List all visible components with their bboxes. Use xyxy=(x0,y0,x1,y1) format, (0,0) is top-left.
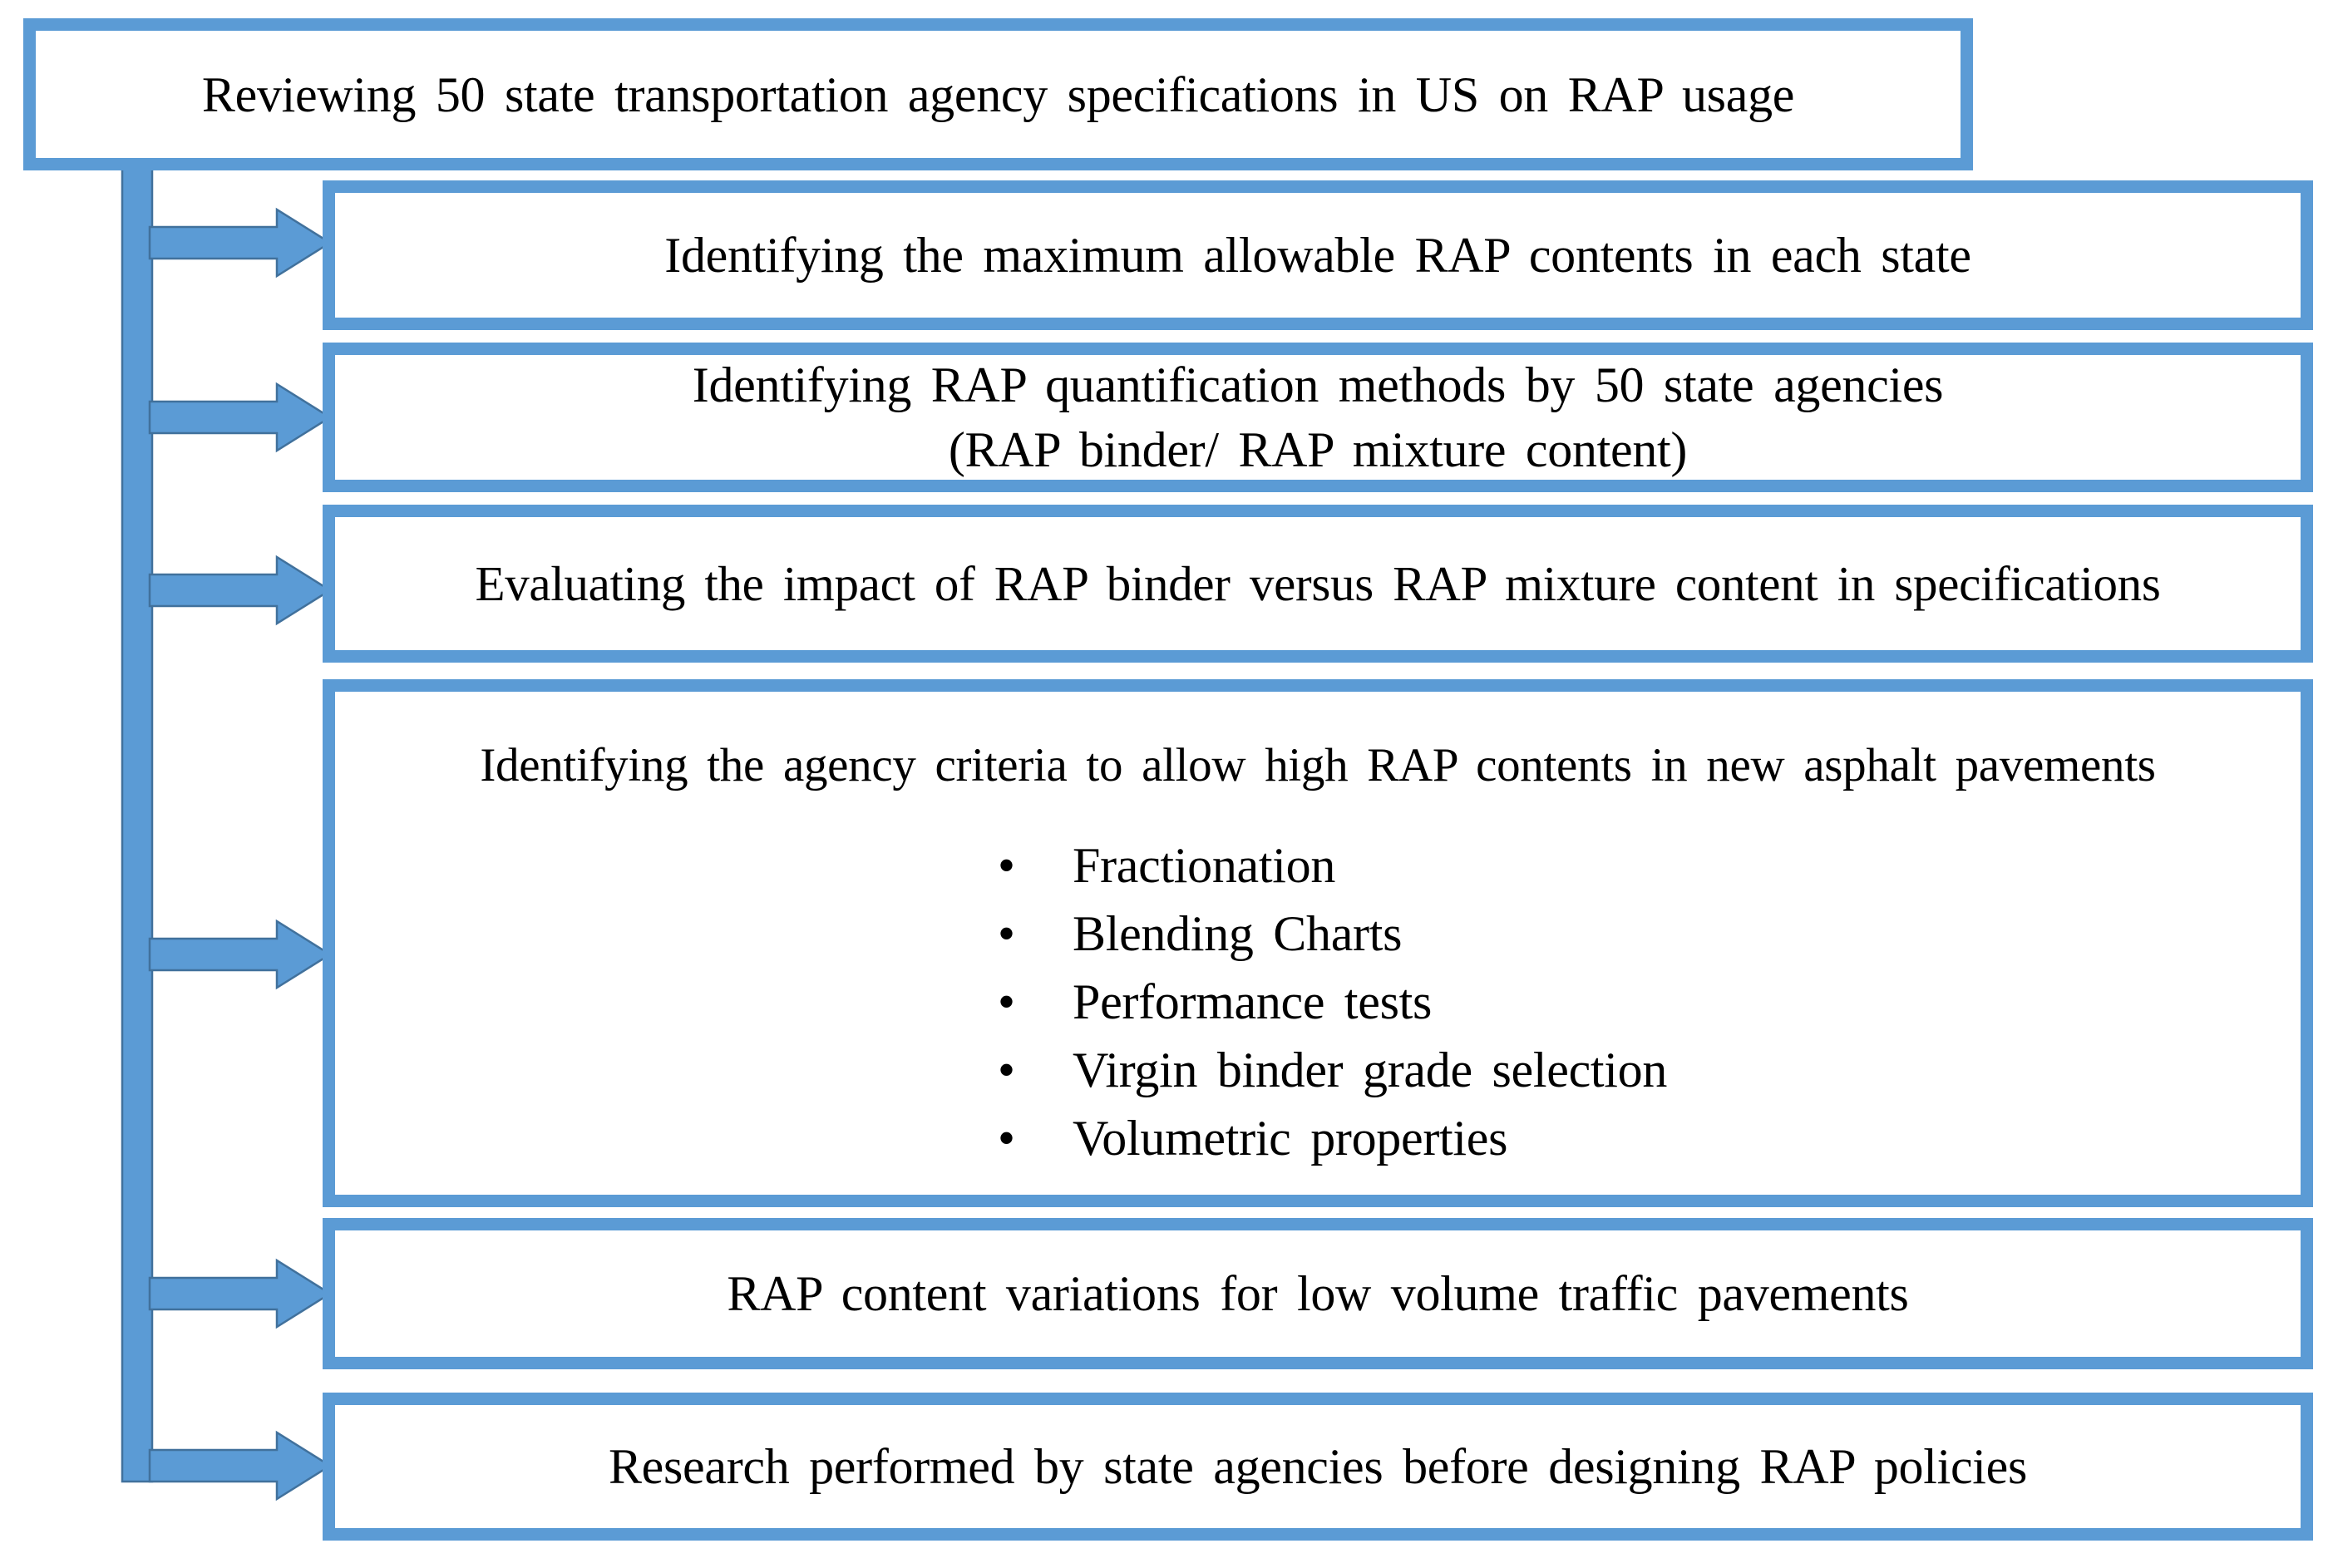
bullet-text: Blending Charts xyxy=(1073,906,1403,961)
bullet-icon: • xyxy=(998,974,1015,1029)
step-box-research: Research performed by state agencies bef… xyxy=(323,1393,2313,1541)
step-box-impact: Evaluating the impact of RAP binder vers… xyxy=(323,505,2313,663)
step-text: Identifying the maximum allowable RAP co… xyxy=(664,228,1971,283)
bullet-item: • Blending Charts xyxy=(998,900,1667,968)
connector-arrow xyxy=(148,382,333,453)
step-box-max-allowable: Identifying the maximum allowable RAP co… xyxy=(323,180,2313,330)
connector-arrow xyxy=(148,1430,333,1501)
criteria-bullet-list: • Fractionation • Blending Charts • Perf… xyxy=(998,831,1667,1172)
bullet-item: • Fractionation xyxy=(998,831,1667,900)
bullet-text: Performance tests xyxy=(1073,974,1433,1029)
connector-arrow xyxy=(148,919,333,990)
step-box-low-volume: RAP content variations for low volume tr… xyxy=(323,1218,2313,1369)
step-text-line-2: (RAP binder/ RAP mixture content) xyxy=(948,422,1688,477)
root-box: Reviewing 50 state transportation agency… xyxy=(23,18,1973,170)
connector-arrow xyxy=(148,555,333,626)
bullet-item: • Performance tests xyxy=(998,968,1667,1036)
bullet-item: • Volumetric properties xyxy=(998,1104,1667,1172)
connector-trunk xyxy=(121,160,154,1483)
connector-arrow xyxy=(148,207,333,279)
criteria-heading: Identifying the agency criteria to allow… xyxy=(480,739,2156,791)
bullet-text: Virgin binder grade selection xyxy=(1073,1043,1668,1097)
bullet-icon: • xyxy=(998,838,1015,893)
bullet-item: • Virgin binder grade selection xyxy=(998,1036,1667,1104)
bullet-icon: • xyxy=(998,906,1015,961)
bullet-text: Fractionation xyxy=(1073,838,1336,893)
bullet-icon: • xyxy=(998,1043,1015,1097)
step-box-quantification: Identifying RAP quantification methods b… xyxy=(323,343,2313,492)
connector-arrow xyxy=(148,1258,333,1329)
step-text: RAP content variations for low volume tr… xyxy=(727,1266,1909,1321)
root-box-text: Reviewing 50 state transportation agency… xyxy=(201,67,1795,122)
step-text-line-1: Identifying RAP quantification methods b… xyxy=(692,357,1944,412)
step-box-criteria: Identifying the agency criteria to allow… xyxy=(323,679,2313,1207)
bullet-text: Volumetric properties xyxy=(1073,1111,1508,1166)
bullet-icon: • xyxy=(998,1111,1015,1166)
step-text: Evaluating the impact of RAP binder vers… xyxy=(475,555,2161,611)
step-text: Research performed by state agencies bef… xyxy=(608,1439,2028,1494)
